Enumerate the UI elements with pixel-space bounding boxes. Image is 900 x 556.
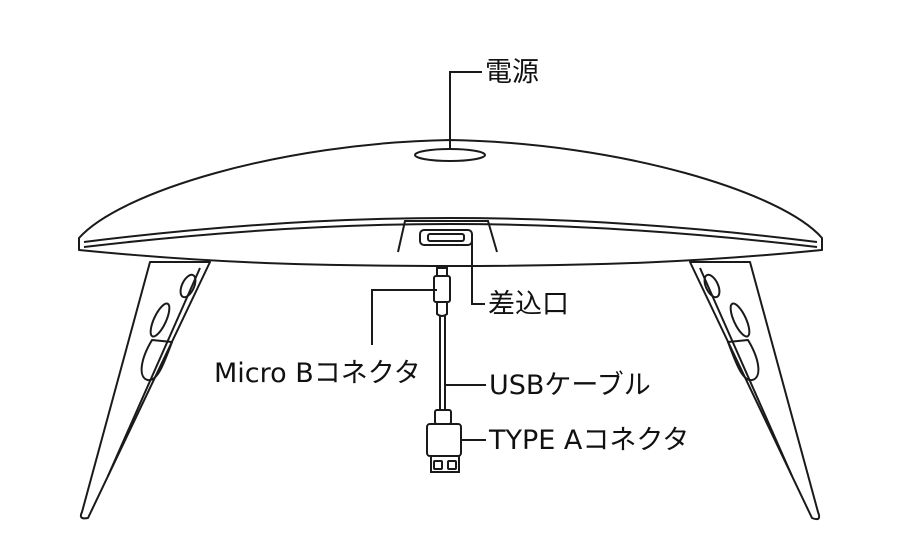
power-button (414, 148, 486, 162)
micro-b-connector (436, 267, 448, 277)
device-body (78, 139, 823, 267)
leader-lines (371, 71, 486, 441)
micro-b-label: Micro Bコネクタ (214, 358, 421, 389)
port-housing (397, 220, 498, 253)
port-label: 差込口 (488, 289, 569, 320)
type-a-connector (426, 423, 462, 457)
usb-cable (426, 267, 462, 473)
right-leg (689, 261, 821, 521)
type-a-label: TYPE Aコネクタ (488, 425, 689, 456)
power-label: 電源 (485, 57, 539, 88)
usb-cable-label: USBケーブル (489, 370, 651, 401)
left-leg (79, 261, 211, 520)
